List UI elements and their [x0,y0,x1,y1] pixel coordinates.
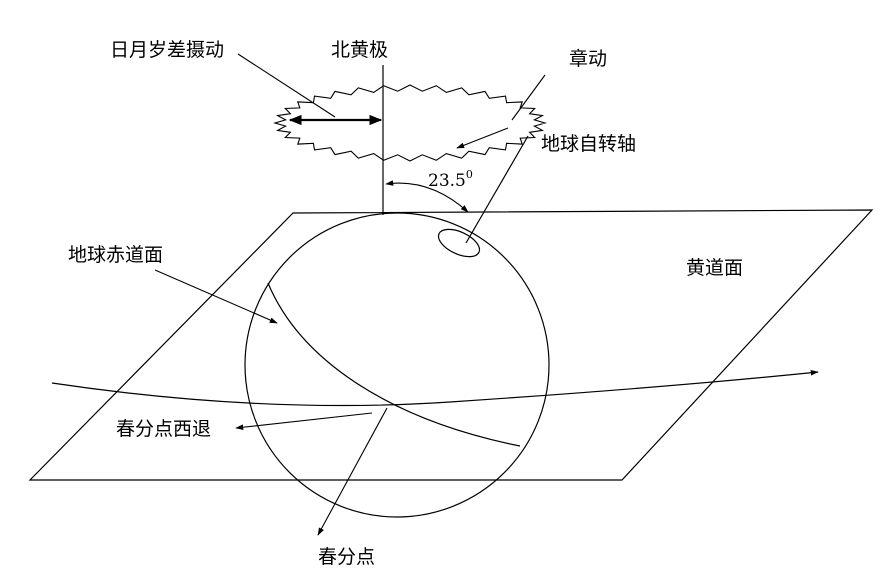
equatorial-plane-leader [154,269,278,324]
precession-leader-line [237,53,336,118]
earth-equatorial-plane-label: 地球赤道面 [68,244,163,266]
nutation-label: 章动 [569,48,607,70]
lunisolar-precession-label: 日月岁差摄动 [110,39,224,61]
vernal-equinox-label: 春分点 [318,546,375,568]
nutation-leader-line [511,74,546,121]
earth-rotation-axis-label: 地球自转轴 [541,133,636,155]
earth-sphere [244,212,550,518]
axis-tip-ellipse [437,228,481,258]
angle-value: 23.5 [428,171,466,191]
earth-rotation-axis-line [465,135,529,244]
ecliptic-path-arrow [51,369,819,407]
vernal-equinox-westward-label: 春分点西退 [116,418,211,440]
cone-interior-arrow [456,127,509,149]
vernal-equinox-arrow [317,407,388,536]
vernal-westward-arrow [235,412,373,430]
north-ecliptic-pole-label: 北黄极 [331,39,388,61]
equator-curve [267,282,521,447]
ecliptic-plane-outline [28,209,874,481]
angle-value-label: 23.50 [428,168,473,191]
nutation-wavy-ellipse [273,84,547,162]
ecliptic-plane-label: 黄道面 [686,257,743,279]
angle-unit: 0 [466,168,473,181]
obliquity-angle-arc [385,180,469,213]
